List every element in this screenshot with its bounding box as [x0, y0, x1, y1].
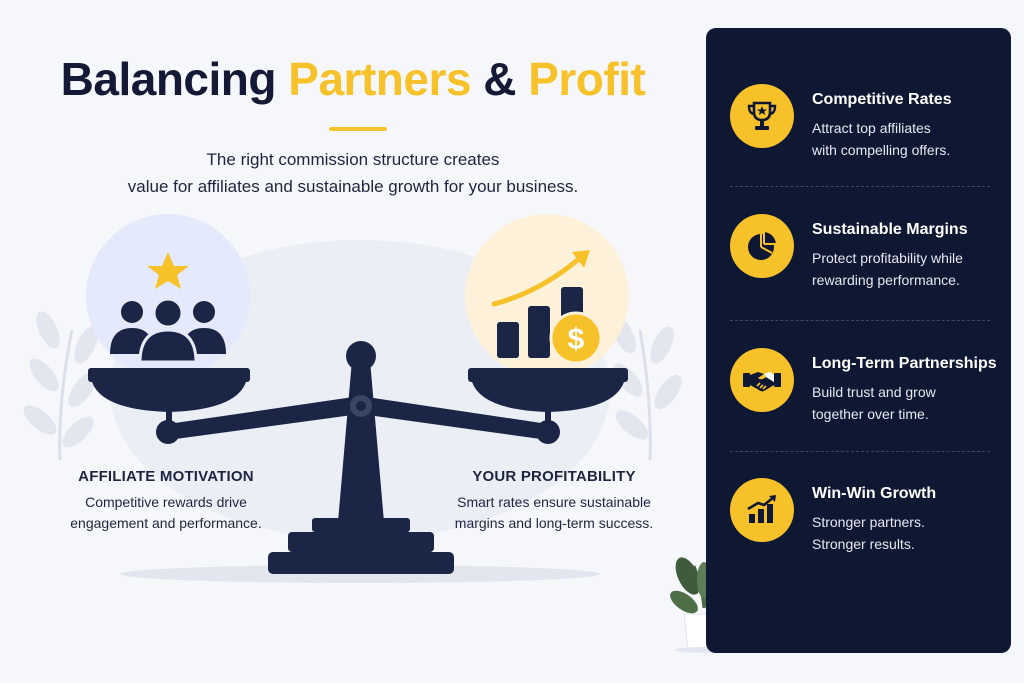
your-profitability-line-2: margins and long-term success.: [454, 515, 654, 531]
affiliate-group-star-icon: [110, 252, 226, 364]
benefits-panel: Competitive Rates Attract top affiliates…: [706, 28, 1011, 653]
scale-beam: [156, 396, 560, 444]
right-pan: [468, 368, 628, 428]
feature-description: Stronger partners. Stronger results.: [812, 511, 925, 555]
title-underline: [329, 127, 387, 131]
feature-divider: [730, 320, 990, 321]
your-profitability-heading: YOUR PROFITABILITY: [472, 468, 636, 485]
leaf-decoration-left: [23, 311, 98, 461]
affiliate-motivation-line-2: engagement and performance.: [70, 515, 262, 531]
star-icon: [147, 252, 189, 289]
your-profitability-line-1: Smart rates ensure sustainable: [457, 494, 651, 510]
feature-description-line: Attract top affiliates: [812, 120, 931, 136]
feature-badge: [730, 478, 794, 542]
growth-chart-dollar-icon: $: [491, 250, 603, 365]
feature-description: Attract top affiliates with compelling o…: [812, 117, 950, 161]
subtitle-line-2: value for affiliates and sustainable gro…: [127, 177, 579, 196]
dollar-glyph: $: [568, 323, 585, 356]
feature-badge: [730, 348, 794, 412]
feature-title: Win-Win Growth: [812, 485, 937, 502]
feature-description-line: together over time.: [812, 406, 929, 422]
feature-description-line: with compelling offers.: [812, 142, 951, 158]
left-pan: [88, 368, 250, 428]
feature-description: Build trust and grow together over time.: [812, 381, 936, 425]
feature-title: Competitive Rates: [812, 91, 952, 108]
feature-title: Sustainable Margins: [812, 221, 968, 238]
bar-chart-arrow-icon: [747, 495, 776, 523]
feature-divider: [730, 451, 990, 452]
feature-description: Protect profitability while rewarding pe…: [812, 247, 963, 291]
affiliate-motivation-line-1: Competitive rewards drive: [85, 494, 247, 510]
feature-divider: [730, 186, 990, 187]
subtitle: The right commission structure creates v…: [0, 146, 706, 200]
feature-badge: [730, 214, 794, 278]
feature-description-line: rewarding performance.: [812, 272, 960, 288]
title-part-balancing: Balancing: [60, 53, 289, 105]
feature-description-line: Build trust and grow: [812, 384, 936, 400]
feature-title: Long-Term Partnerships: [812, 355, 997, 372]
scale-stand: [268, 341, 454, 574]
affiliate-motivation-caption: AFFILIATE MOTIVATION Competitive rewards…: [40, 468, 292, 534]
scale-top-knob: [346, 341, 376, 371]
affiliate-motivation-heading: AFFILIATE MOTIVATION: [78, 468, 254, 485]
your-profitability-caption: YOUR PROFITABILITY Smart rates ensure su…: [428, 468, 680, 534]
title-part-partners: Partners: [288, 53, 471, 105]
trophy-icon: [747, 101, 777, 130]
handshake-icon: [743, 372, 781, 392]
title-part-and: &: [470, 53, 529, 105]
dollar-coin-icon: [549, 311, 603, 365]
title-part-profit: Profit: [528, 53, 646, 105]
feature-description-line: Stronger partners.: [812, 514, 925, 530]
pie-chart-icon: [748, 231, 777, 260]
balance-scale-illustration: $: [23, 214, 682, 583]
feature-description-line: Stronger results.: [812, 536, 915, 552]
subtitle-line-1: The right commission structure creates: [206, 150, 500, 169]
page-title: Balancing Partners & Profit: [0, 52, 706, 106]
feature-badge: [730, 84, 794, 148]
feature-description-line: Protect profitability while: [812, 250, 963, 266]
